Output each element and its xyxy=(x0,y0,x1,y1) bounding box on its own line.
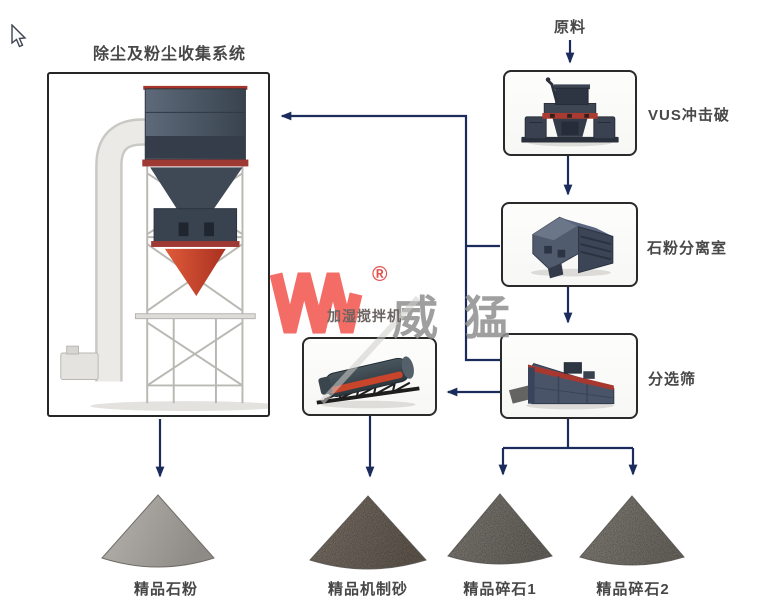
sorting-screen-image xyxy=(508,362,615,410)
dust-system-title: 除尘及粉尘收集系统 xyxy=(92,46,246,63)
vus-crusher-image xyxy=(521,77,619,147)
pile-stone-powder xyxy=(101,494,215,568)
mouse-cursor-icon xyxy=(11,24,27,48)
mixer-label: 加湿搅拌机 xyxy=(327,308,402,324)
dust-collector-panel xyxy=(47,72,270,417)
vus-crusher-panel xyxy=(503,70,637,156)
powder-separator-panel xyxy=(501,202,638,287)
sorting-screen-label: 分选筛 xyxy=(648,371,697,388)
screen-output-split xyxy=(503,419,633,450)
output-label-manufactured-sand: 精品机制砂 xyxy=(327,581,408,598)
mixer-image xyxy=(316,356,420,409)
output-piles xyxy=(101,493,685,570)
vus-crusher-label: VUS冲击破 xyxy=(648,107,730,124)
powder-separator-image xyxy=(530,216,614,279)
raw-material-label: 原料 xyxy=(553,19,586,36)
powder-separator-label: 石粉分离室 xyxy=(647,240,728,257)
output-label-stone-powder: 精品石粉 xyxy=(133,581,198,598)
output-label-gravel-2: 精品碎石2 xyxy=(596,581,670,598)
output-label-gravel-1: 精品碎石1 xyxy=(463,581,537,598)
sorting-screen-panel xyxy=(500,333,638,419)
registered-trademark-icon: ® xyxy=(372,263,388,286)
dust-collector-image xyxy=(60,85,268,411)
